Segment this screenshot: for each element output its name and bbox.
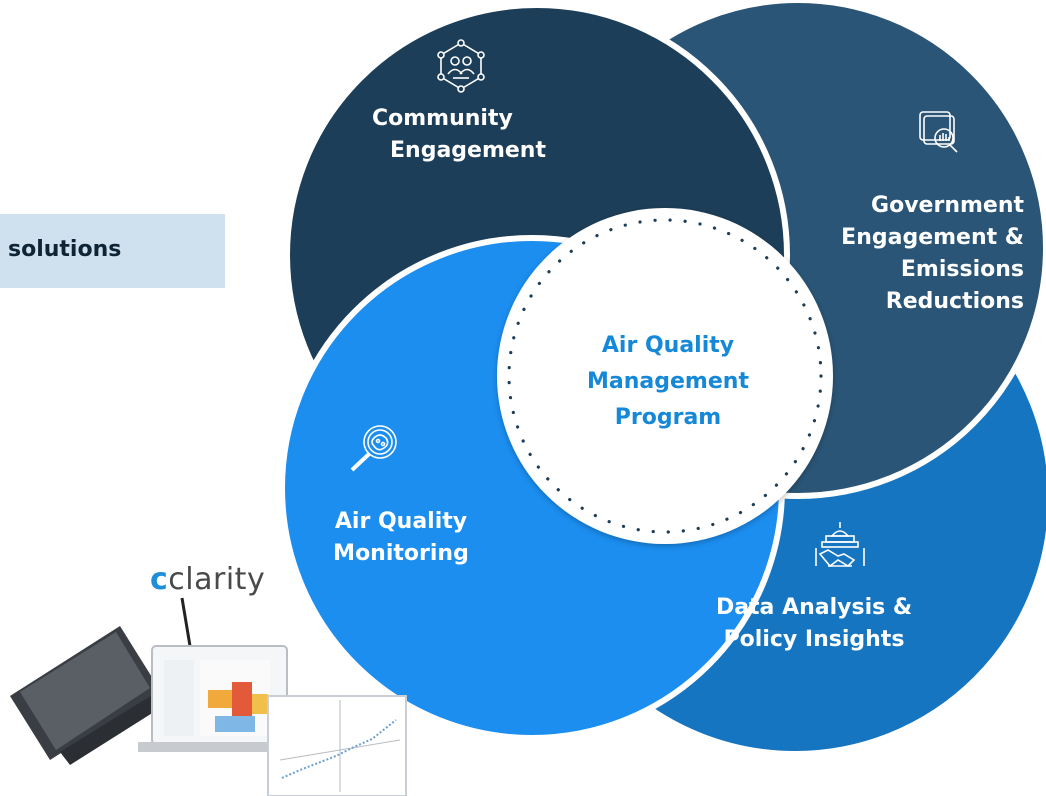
center-line-2: Management	[587, 369, 749, 394]
analysis-label: Data Analysis & Policy Insights	[680, 592, 948, 656]
capitol-handshake-icon	[815, 522, 865, 568]
community-line-2: Engagement	[390, 138, 546, 163]
magnifier-microbe-icon	[350, 425, 397, 472]
government-line-3: Emissions	[900, 257, 1024, 282]
center-circle	[497, 208, 833, 544]
government-line-2: Engagement &	[841, 225, 1024, 250]
community-line-1: Community	[372, 106, 513, 131]
center-line-3: Program	[614, 405, 722, 430]
government-line-1: Government	[871, 193, 1024, 218]
government-line-4: Reductions	[885, 289, 1024, 314]
clarity-logo: cclarity	[150, 562, 265, 597]
solutions-label: solutions	[8, 237, 122, 262]
analysis-line-2: Policy Insights	[723, 627, 905, 652]
center-dotted-ring	[507, 218, 823, 534]
government-label: Government Engagement & Emissions Reduct…	[800, 190, 1024, 318]
solutions-label-box: solutions	[0, 214, 225, 288]
devices-illustration	[10, 597, 407, 796]
clarity-logo-mark: c	[150, 562, 169, 597]
analysis-line-1: Data Analysis &	[715, 595, 913, 620]
monitoring-line-1: Air Quality	[334, 509, 468, 534]
community-label: Community Engagement	[372, 103, 546, 167]
clarity-logo-text: clarity	[168, 562, 266, 597]
monitor-search-icon	[919, 111, 958, 153]
center-label: Air Quality Management Program	[520, 328, 816, 436]
center-line-1: Air Quality	[601, 333, 735, 358]
monitoring-label: Air Quality Monitoring	[318, 506, 484, 570]
monitoring-line-2: Monitoring	[333, 541, 469, 566]
people-network-icon	[437, 39, 485, 93]
